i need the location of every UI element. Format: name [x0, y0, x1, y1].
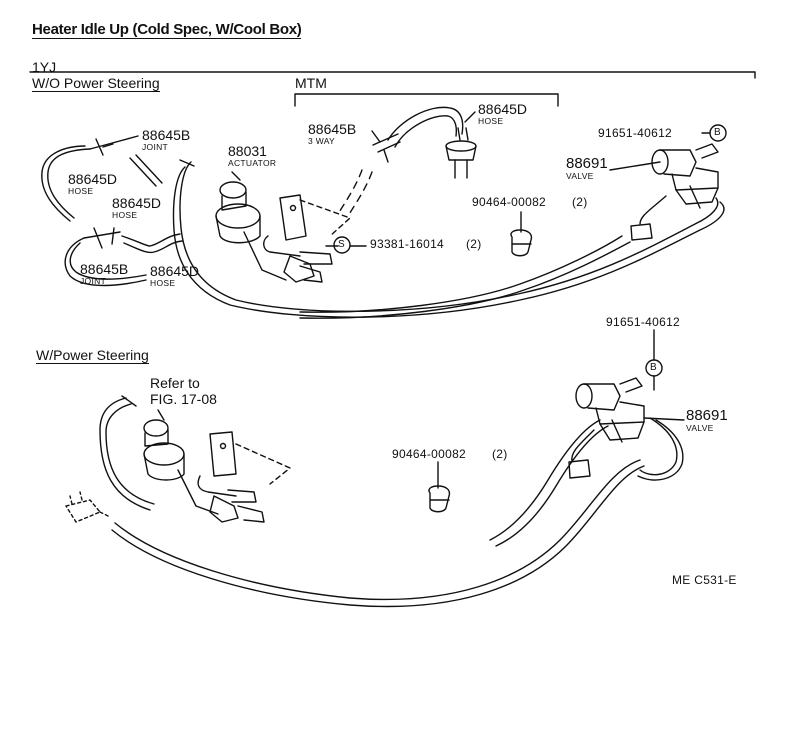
- three-way-desc: 3 WAY: [308, 136, 336, 146]
- actuator-desc: ACTUATOR: [228, 158, 277, 168]
- clamp-top-part: 90464-00082: [472, 195, 547, 209]
- marker-b-top: B: [714, 127, 721, 138]
- three-way-drawing: [372, 106, 464, 163]
- actuator-bottom-dashed-link: [235, 443, 291, 485]
- loop-drawing: [64, 237, 147, 287]
- mtm-bracket: [294, 93, 559, 107]
- refer-line2: FIG. 17-08: [150, 391, 217, 407]
- three-way-dashed-hose: [337, 169, 373, 217]
- hose-left-drawing: [41, 145, 91, 222]
- connector-bottom-drawing: [65, 491, 109, 523]
- actuator-hose-drawing: [172, 159, 725, 318]
- marker-s-circle: [333, 236, 351, 254]
- hose-mid-part: 88645D: [112, 195, 162, 211]
- mtm-hose-leader: [464, 111, 476, 123]
- joint-lower-drawing: [83, 227, 121, 249]
- actuator-dashed-link: [299, 199, 351, 237]
- screw-qty: (2): [466, 237, 482, 251]
- actuator-leader: [231, 171, 241, 181]
- refer-line1: Refer to: [150, 375, 200, 391]
- refer-leader: [157, 409, 165, 421]
- section-mtm: MTM: [295, 75, 327, 91]
- clamp-top-qty: (2): [572, 195, 588, 209]
- three-way-part: 88645B: [308, 121, 357, 137]
- marker-s: S: [338, 239, 345, 250]
- marker-b-top-circle: [709, 124, 727, 142]
- mtm-hose-desc: HOSE: [478, 116, 504, 126]
- valve-top-part: 88691: [566, 155, 608, 172]
- clamp-bottom-drawing: [428, 485, 451, 513]
- hose-mid-desc: HOSE: [112, 210, 138, 220]
- engine-bracket: [29, 71, 756, 79]
- page-title: Heater Idle Up (Cold Spec, W/Cool Box): [32, 21, 302, 39]
- joint-upper-leader: [115, 135, 139, 143]
- section-wo-power-steering: W/O Power Steering: [32, 75, 160, 92]
- screw-part: 93381-16014: [370, 237, 445, 251]
- valve-top-drawing: [299, 143, 719, 319]
- figure-code: ME C531-E: [672, 573, 737, 587]
- mtm-hose-part: 88645D: [478, 101, 528, 117]
- valve-bottom-drawing: [568, 377, 684, 481]
- section-w-power-steering: W/Power Steering: [36, 347, 149, 364]
- valve-bottom-part: 88691: [686, 407, 728, 424]
- valve-bottom-desc: VALVE: [686, 423, 714, 433]
- joint-lower-desc: JOINT: [80, 276, 107, 286]
- bolt-top-part: 91651-40612: [598, 126, 673, 140]
- hose-short-drawing: [129, 154, 163, 187]
- valve-top-desc: VALVE: [566, 171, 594, 181]
- clamp-top-drawing: [510, 229, 533, 257]
- joint-lower-part: 88645B: [80, 261, 129, 277]
- hose-lower-desc: HOSE: [150, 278, 176, 288]
- hose-left-part: 88645D: [68, 171, 118, 187]
- joint-upper-desc: JOINT: [142, 142, 169, 152]
- bottom-hose-drawing: [99, 395, 645, 608]
- engine-label: 1YJ: [32, 59, 57, 75]
- bolt-bottom-part: 91651-40612: [606, 315, 681, 329]
- actuator-part: 88031: [228, 143, 267, 159]
- hose-lower-part: 88645D: [150, 263, 200, 279]
- valve-top-leader: [609, 161, 661, 171]
- hose-left-desc: HOSE: [68, 186, 94, 196]
- valve-bottom-leader: [643, 417, 685, 421]
- marker-b-bottom: B: [650, 362, 657, 373]
- clamp-bottom-part: 90464-00082: [392, 447, 467, 461]
- clamp-bottom-qty: (2): [492, 447, 508, 461]
- actuator-bottom-drawing: [143, 419, 265, 523]
- hose-lower-drawing: [121, 233, 183, 254]
- three-way-leader: [371, 130, 381, 143]
- mtm-component-drawing: [445, 127, 477, 179]
- joint-upper-part: 88645B: [142, 127, 191, 143]
- joint-upper-drawing: [89, 138, 117, 156]
- actuator-top-drawing: [215, 181, 333, 283]
